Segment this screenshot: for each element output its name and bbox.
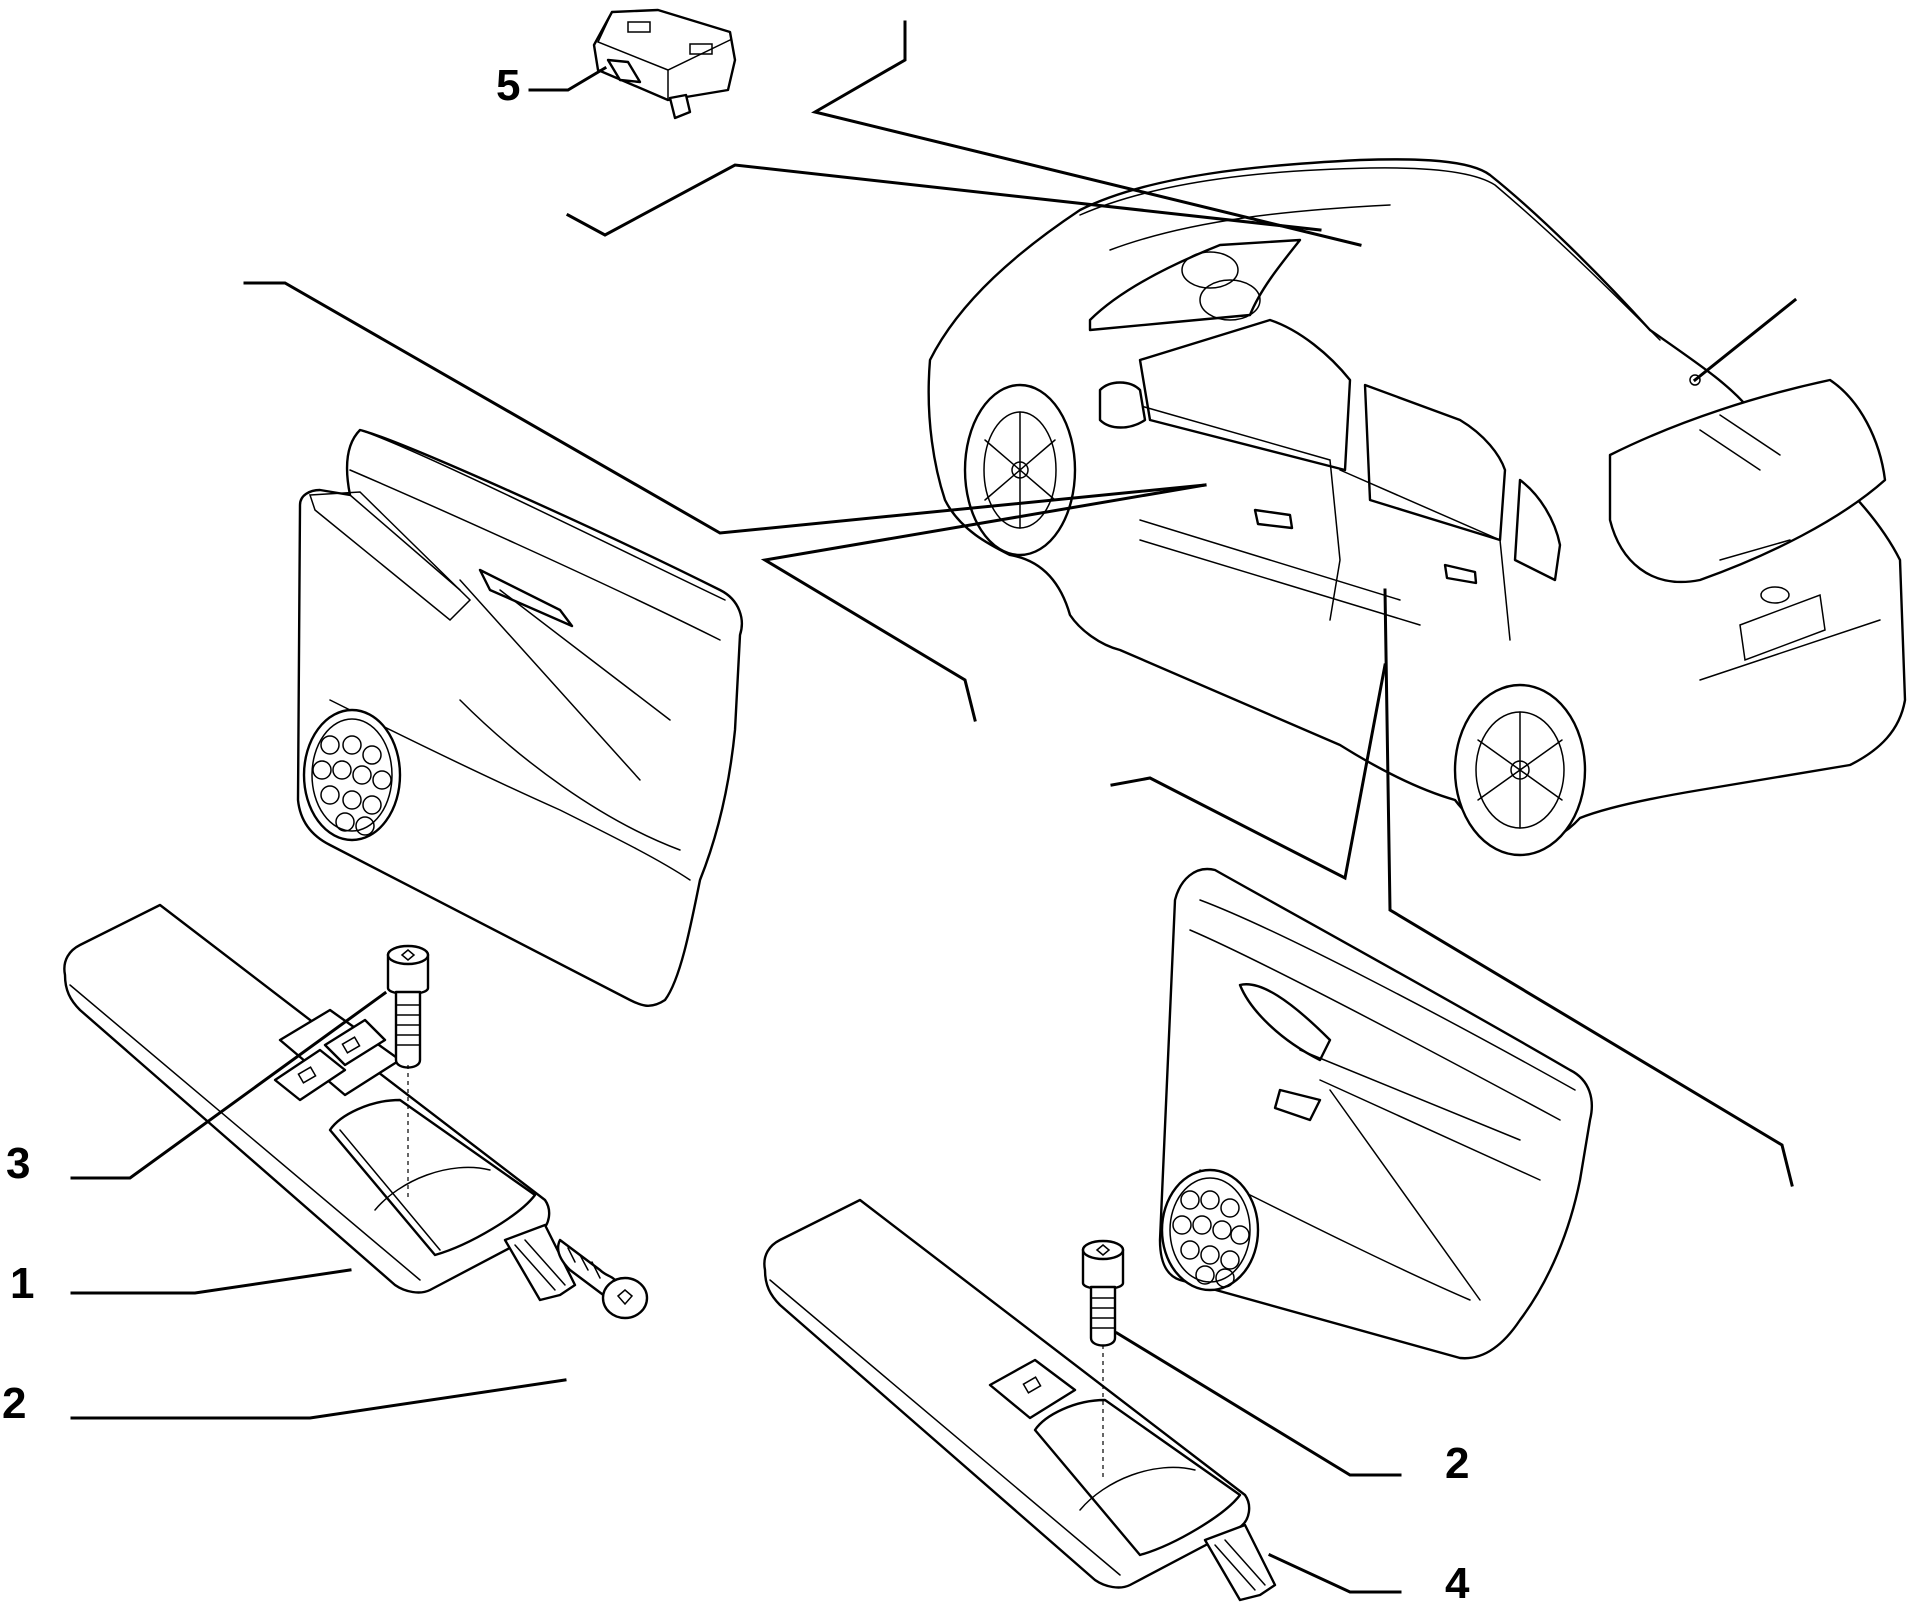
callout-4: 4	[1445, 1559, 1470, 1608]
rear-door-trim-panel	[1158, 867, 1593, 1360]
callouts: 5 3 1 2 2 4	[2, 61, 1470, 1608]
screw-part-2-rear	[1081, 1239, 1125, 1347]
window-switch-part-5	[592, 8, 737, 120]
screw-part-2-front	[556, 1238, 649, 1320]
callout-2-rear: 2	[1445, 1439, 1469, 1488]
leader-lines	[70, 20, 1798, 1594]
front-door-trim-panel	[296, 428, 743, 1007]
car-illustration	[927, 158, 1907, 857]
callout-1: 1	[10, 1259, 34, 1308]
callout-2-front: 2	[2, 1379, 26, 1428]
callout-3: 3	[6, 1139, 30, 1188]
front-switch-bezel-part-1	[63, 903, 577, 1302]
callout-5: 5	[496, 61, 520, 110]
rear-switch-bezel-part-4	[763, 1198, 1277, 1602]
screw-part-3	[386, 944, 430, 1069]
